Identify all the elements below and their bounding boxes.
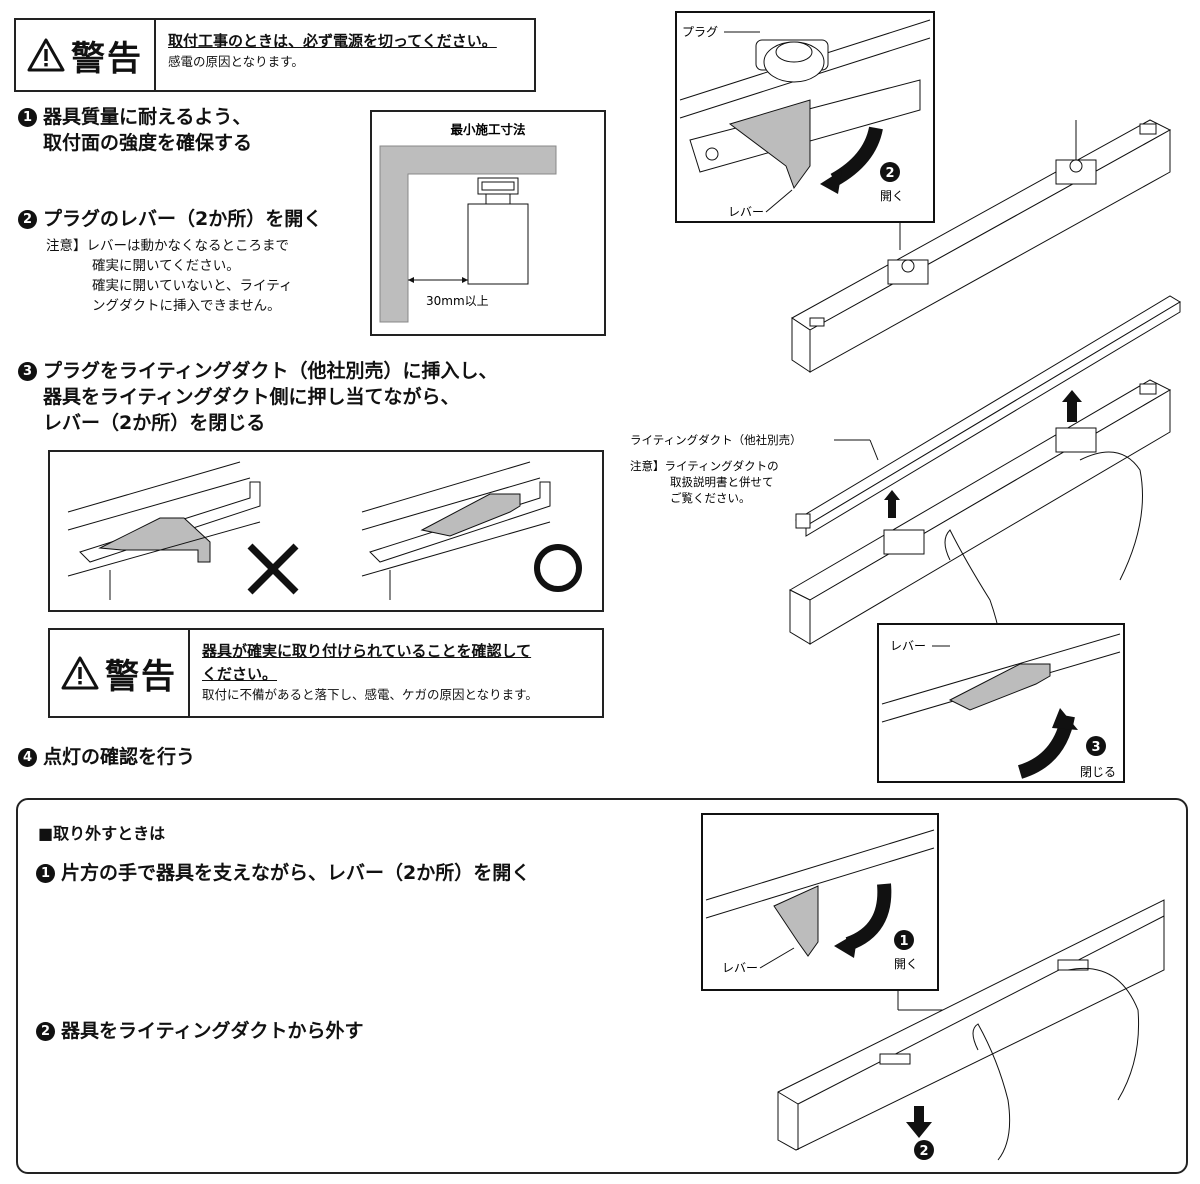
removal-open-step-number: 1 — [899, 934, 908, 949]
warning-triangle-icon — [61, 656, 99, 690]
removal-illustration: 1 開く レバー 2 — [701, 813, 1165, 1161]
step-number: 2 — [36, 1022, 55, 1041]
removal-down-step-number: 2 — [919, 1144, 928, 1159]
removal-step-1-text: 片方の手で器具を支えながら、レバー（2か所）を開く — [61, 862, 531, 884]
note-line: 確実に開いていないと、ライティ — [92, 278, 293, 294]
warning-mid: 警告 器具が確実に取り付けられていることを確認して ください。 取付に不備がある… — [48, 628, 604, 718]
duct-note-line1: 注意】ライティングダクトの — [630, 459, 779, 473]
install-illustration: 2 開く プラグ レバー ライティングダクト（他社別売） 注意】ライティングダク… — [630, 11, 1181, 783]
step-1-text: 器具質量に耐えるよう、 取付面の強度を確保する — [43, 104, 252, 156]
warning-triangle-icon — [27, 38, 65, 72]
step-2: 2 プラグのレバー（2か所）を開く — [18, 206, 322, 232]
step-1-line1: 器具質量に耐えるよう、 — [43, 106, 252, 128]
step-2-note: 注意】レバーは動かなくなるところまで 確実に開いてください。 確実に開いていない… — [46, 236, 292, 316]
duct-note-line2: 取扱説明書と併せて — [670, 475, 774, 489]
note-line: ングダクトに挿入できません。 — [92, 298, 281, 314]
step-3-line2: 器具をライティングダクト側に押し当てながら、 — [43, 386, 460, 408]
ng-lever-drawing — [67, 461, 261, 600]
step-number: 3 — [18, 362, 37, 381]
plug-1-drawing — [887, 259, 929, 285]
note-line: 確実に開いてください。 — [92, 258, 240, 274]
min-dimension-figure: 最小施工寸法 30mm以上 — [370, 110, 606, 336]
warning-text: 取付工事のときは、必ず電源を切ってください。 感電の原因となります。 — [156, 20, 509, 90]
removal-step-2: 2 器具をライティングダクトから外す — [36, 1018, 363, 1044]
min-dimension-title: 最小施工寸法 — [450, 122, 526, 137]
duct-label: ライティングダクト（他社別売） — [630, 433, 802, 447]
step-3-text: プラグをライティングダクト（他社別売）に挿入し、 器具をライティングダクト側に押… — [43, 358, 497, 436]
step-1-line2: 取付面の強度を確保する — [43, 132, 253, 154]
warning-sub: 感電の原因となります。 — [168, 54, 304, 69]
warning-top: 警告 取付工事のときは、必ず電源を切ってください。 感電の原因となります。 — [14, 18, 536, 92]
step-number: 1 — [18, 108, 37, 127]
warning-heading: 取付工事のときは、必ず電源を切ってください。 — [168, 32, 497, 50]
removal-panel: ■取り外すときは 1 片方の手で器具を支えながら、レバー（2か所）を開く 2 器… — [16, 798, 1188, 1174]
step-3: 3 プラグをライティングダクト（他社別売）に挿入し、 器具をライティングダクト側… — [18, 358, 497, 436]
down-arrow-icon — [906, 1106, 932, 1138]
warning-label: 警告 — [105, 656, 177, 697]
step-4-title: 点灯の確認を行う — [43, 746, 196, 768]
removal-lever-inset — [701, 813, 939, 991]
lever-label-2: レバー — [890, 639, 926, 653]
warning-label: 警告 — [71, 38, 143, 79]
min-dimension-diagram: 最小施工寸法 30mm以上 — [379, 122, 557, 323]
warning-sub: 取付に不備があると落下し、感電、ケガの原因となります。 — [202, 687, 538, 702]
hand-drawing — [972, 1023, 1011, 1161]
lever-compare-diagram — [67, 461, 582, 600]
ng-mark-icon — [247, 543, 299, 595]
close-label: 閉じる — [1080, 765, 1116, 779]
min-dimension-label: 30mm以上 — [426, 294, 489, 308]
open-step-number: 2 — [885, 166, 894, 181]
step-3-line3: レバー（2か所）を閉じる — [43, 412, 266, 434]
warning-heading-line2: ください。 — [202, 665, 278, 683]
removal-step-2-text: 器具をライティングダクトから外す — [61, 1020, 364, 1042]
ok-lever-drawing — [361, 461, 551, 600]
step-number-circle — [880, 162, 900, 182]
step-1: 1 器具質量に耐えるよう、 取付面の強度を確保する — [18, 104, 252, 156]
plug-2-drawing — [1055, 159, 1097, 185]
lever-close-inset — [877, 623, 1125, 783]
hand-drawing — [1067, 967, 1140, 1101]
step-3-line1: プラグをライティングダクト（他社別売）に挿入し、 — [43, 360, 498, 382]
warning-label-box: 警告 — [50, 630, 190, 716]
warning-label-box: 警告 — [16, 20, 156, 90]
step-number: 2 — [18, 210, 37, 229]
step-number: 4 — [18, 748, 37, 767]
warning-text: 器具が確実に取り付けられていることを確認して ください。 取付に不備があると落下… — [190, 630, 550, 716]
note-line: 注意】レバーは動かなくなるところまで — [46, 238, 289, 254]
warning-heading-line1: 器具が確実に取り付けられていることを確認して — [202, 642, 532, 660]
removal-step-1: 1 片方の手で器具を支えながら、レバー（2か所）を開く — [36, 860, 530, 886]
removal-open-label: 開く — [894, 957, 918, 971]
removal-lever-label: レバー — [722, 961, 758, 975]
duct-note-line3: ご覧ください。 — [670, 491, 751, 505]
hand-drawing — [1079, 451, 1143, 581]
up-arrow-icon — [884, 490, 900, 518]
plug-label: プラグ — [682, 25, 718, 39]
ok-mark-icon — [534, 544, 582, 592]
close-step-number: 3 — [1091, 740, 1100, 755]
up-arrow-icon — [1062, 390, 1082, 422]
step-number: 1 — [36, 864, 55, 883]
removal-title: ■取り外すときは — [38, 824, 166, 843]
step-2-title: プラグのレバー（2か所）を開く — [43, 208, 323, 230]
step-4: 4 点灯の確認を行う — [18, 744, 195, 770]
open-label: 開く — [880, 189, 904, 203]
lever-label: レバー — [728, 205, 764, 219]
lever-compare-figure — [48, 450, 604, 612]
